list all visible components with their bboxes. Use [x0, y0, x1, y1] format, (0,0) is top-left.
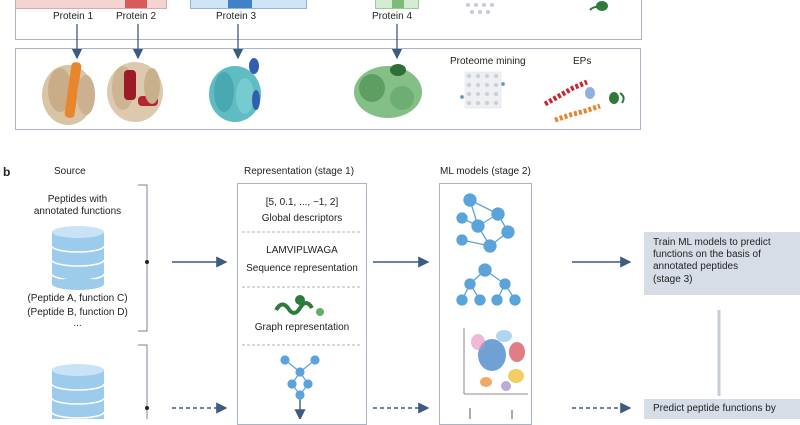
proteome-mining-label: Proteome mining	[450, 56, 526, 67]
predict-line: Predict peptide functions by	[653, 403, 776, 414]
protein-1-label: Protein 1	[53, 11, 94, 22]
neural-network-icon	[456, 193, 515, 253]
bracket-dot-1	[145, 260, 149, 264]
proteome-grid	[459, 71, 506, 109]
source-example-2: (Peptide B, function D)	[27, 307, 128, 318]
database-icon-2	[51, 364, 105, 419]
source-example-1: (Peptide A, function C)	[27, 293, 128, 304]
protein-1-structure	[42, 62, 95, 125]
small-graph-network	[280, 355, 320, 400]
stage-3-line2: functions on the basis of	[653, 249, 761, 260]
graph-representation-label: Graph representation	[254, 322, 350, 333]
source-brackets	[138, 184, 148, 419]
protein-3-structure	[209, 58, 261, 122]
protein-2-highlight	[125, 0, 147, 8]
graph-peptide-icon	[274, 295, 324, 316]
stage-3-line3: annotated peptides	[653, 261, 739, 272]
bracket-dot-2	[145, 406, 149, 410]
global-vector-text: [5, 0.1, ..., −1, 2]	[265, 197, 339, 208]
protein-3-highlight	[228, 0, 252, 8]
stage-3-line4: (stage 3)	[653, 274, 693, 285]
protein-2-label: Protein 2	[116, 11, 157, 22]
ml-bottom-ticks	[469, 408, 513, 419]
stage-3-line1: Train ML models to predict	[653, 237, 771, 248]
panel-a-frame-top	[15, 0, 642, 40]
protein-2-structure	[107, 62, 163, 122]
eps-label: EPs	[573, 56, 592, 67]
sequence-representation-label: Sequence representation	[246, 263, 358, 274]
stage-3-box	[644, 232, 800, 295]
protein-4-label: Protein 4	[372, 11, 413, 22]
protein-4-highlight	[392, 0, 404, 8]
panel-b-letter: b	[3, 165, 11, 179]
flow-arrows-solid	[172, 256, 632, 419]
proteome-grid-top	[466, 3, 494, 14]
global-descriptors-label: Global descriptors	[261, 213, 343, 224]
sequence-text: LAMVIPLWAGA	[266, 245, 338, 256]
decision-tree-icon	[456, 263, 521, 306]
source-example-ellipsis: ...	[73, 318, 82, 329]
representation-dividers	[242, 231, 362, 346]
protein-3-label: Protein 3	[216, 11, 257, 22]
source-header: Source	[54, 166, 86, 177]
clustering-scatter-icon	[463, 328, 528, 395]
database-icon-1	[51, 226, 105, 290]
source-title-line2: annotated functions	[33, 206, 122, 217]
stage-4-box	[644, 399, 800, 419]
eps-peptides	[543, 79, 625, 123]
protein-4-structure	[354, 64, 422, 118]
ml-models-header: ML models (stage 2)	[440, 166, 531, 177]
representation-header: Representation (stage 1)	[244, 166, 355, 177]
source-title-line1: Peptides with	[47, 194, 108, 205]
panel-a-arrows	[71, 24, 403, 60]
ep-top-peptide	[589, 1, 608, 11]
